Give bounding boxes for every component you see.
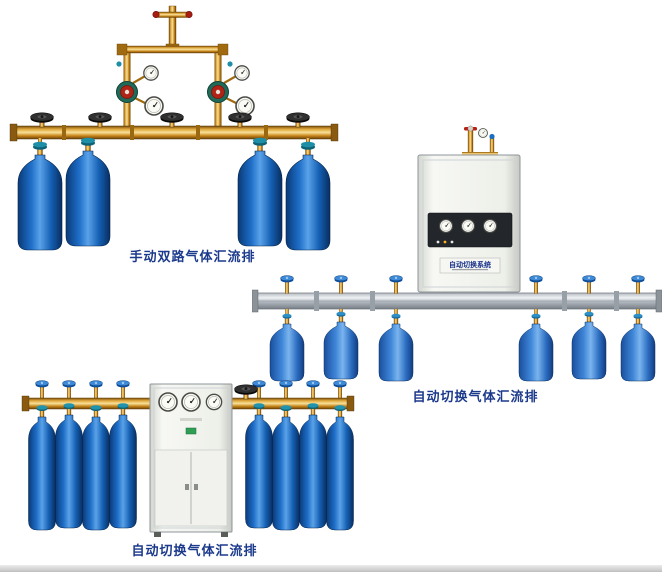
pressure-gauge: [438, 218, 454, 234]
gas-cylinder: [378, 313, 414, 382]
valve-handwheel: [160, 112, 184, 128]
gas-cylinder: [82, 404, 110, 531]
gas-cylinder: [55, 402, 83, 529]
valve-handwheel: [228, 112, 252, 128]
pressure-gauge: [158, 392, 178, 412]
cylinder-valve-cap: [529, 275, 543, 294]
cylinder-valve-cap: [333, 380, 347, 399]
product-caption-auto-switch-floor: 自动切换气体汇流排: [131, 544, 258, 559]
gas-cylinder: [323, 311, 359, 380]
cylinder-valve-cap: [306, 380, 320, 399]
shutoff-knob-icon: [116, 61, 122, 67]
cabinet-label: 自动切换系统: [449, 260, 491, 269]
cylinder-valve-cap: [334, 275, 348, 294]
pressure-gauge: [144, 96, 164, 116]
pressure-gauge: [478, 128, 488, 138]
cylinder-valve-cap: [62, 380, 76, 399]
cylinder-valve-cap: [35, 380, 49, 399]
cylinder-valve-cap: [116, 380, 130, 399]
valve-knob-icon: [152, 11, 160, 19]
valve-knob-icon: [185, 11, 193, 19]
auto-switch-floor-manifold-illustration: [21, 380, 355, 537]
gas-cylinder: [17, 141, 63, 251]
gas-cylinder: [272, 404, 300, 531]
inlet-assembly: [152, 5, 193, 53]
cylinder-valve-cap: [280, 275, 294, 294]
gas-cylinder: [326, 404, 354, 531]
cylinder-valve-cap: [389, 275, 403, 294]
regulator: [207, 81, 229, 103]
gas-cylinder: [28, 404, 56, 531]
door-handle-icon: [185, 484, 189, 490]
bottom-edge: [0, 565, 662, 572]
indicator-light-icon: [443, 240, 447, 244]
cylinder-valve-cap: [582, 275, 596, 294]
cylinder-valve-cap: [89, 380, 103, 399]
valve-knob-icon: [467, 125, 474, 132]
valve-handwheel: [234, 384, 258, 400]
pressure-gauge: [181, 392, 201, 412]
regulator: [116, 81, 138, 103]
product-caption-manual-dual: 手动双路气体汇流排: [129, 250, 256, 265]
pressure-gauge: [234, 65, 250, 81]
valve-handwheel: [88, 112, 112, 128]
main-manifold-pipe: [9, 123, 339, 142]
gas-cylinder: [518, 313, 554, 382]
manual-dual-manifold-illustration: [9, 5, 339, 251]
pressure-gauge: [460, 218, 476, 234]
product-caption-auto-switch-wall: 自动切换气体汇流排: [412, 390, 539, 405]
gas-cylinder: [269, 313, 305, 382]
gas-cylinders: [269, 311, 656, 382]
valve-handwheel: [30, 112, 54, 128]
valve-knob-icon: [489, 133, 495, 140]
indicator-light-icon: [436, 240, 440, 244]
control-cabinet: [149, 383, 233, 537]
gas-cylinder: [571, 311, 607, 380]
gas-cylinder: [109, 402, 137, 529]
control-button-icon: [185, 427, 197, 435]
door-handle-icon: [194, 484, 198, 490]
auto-switch-wall-manifold-illustration: 自动切换系统: [252, 125, 662, 382]
gas-cylinder: [620, 313, 656, 382]
aluminum-manifold-pipe: [252, 289, 662, 313]
gas-cylinder: [299, 402, 327, 529]
gas-cylinder: [65, 137, 111, 247]
cabinet-inlet-fittings: [462, 125, 498, 157]
pressure-gauge: [482, 218, 498, 234]
indicator-light-icon: [450, 240, 454, 244]
cylinder-valve-cap: [631, 275, 645, 294]
pressure-gauge: [205, 393, 223, 411]
pressure-gauge: [235, 96, 255, 116]
control-cabinet: 自动切换系统: [417, 154, 521, 293]
cylinder-valve-cap: [279, 380, 293, 399]
pressure-gauge: [143, 65, 159, 81]
shutoff-knob-icon: [227, 61, 233, 67]
pressure-regulator-left: [116, 65, 164, 116]
pressure-regulator-right: [207, 65, 255, 116]
gas-cylinder: [245, 402, 273, 529]
